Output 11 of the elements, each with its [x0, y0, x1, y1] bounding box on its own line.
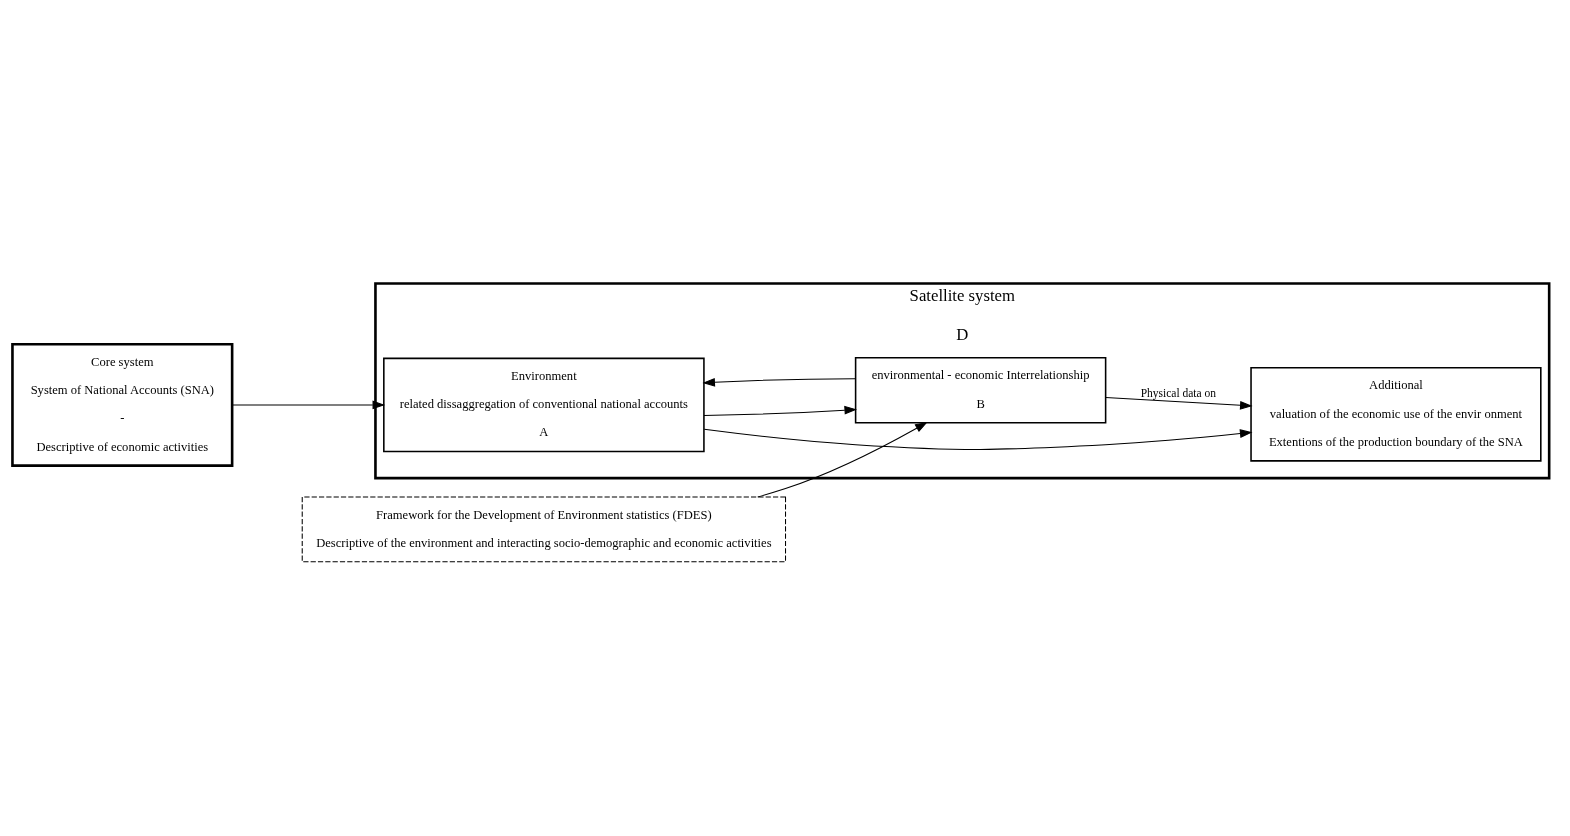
node-box: Additional valuation of the economic use of the envir onment Extentions of the production boundary of the SNA — [1250, 366, 1542, 462]
node-box: Core system System of National Accounts (SNA) - Descriptive of economic activities — [11, 342, 234, 467]
arrow — [231, 400, 386, 409]
node-box: environmental - economic Interrelationship B — [854, 356, 1107, 423]
arrow — [703, 405, 857, 416]
edge-label: Physical data on — [1140, 386, 1217, 399]
arrow — [702, 377, 856, 387]
node-box: Environment related dissaggregation of conventional national accounts A — [383, 357, 705, 452]
arrow — [703, 428, 1253, 450]
node-box: Framework for the Development of Environment statistics (FDES) Descriptive of the environment and interacting socio-demographic and economic activities — [301, 495, 787, 562]
arrow — [1105, 396, 1253, 410]
